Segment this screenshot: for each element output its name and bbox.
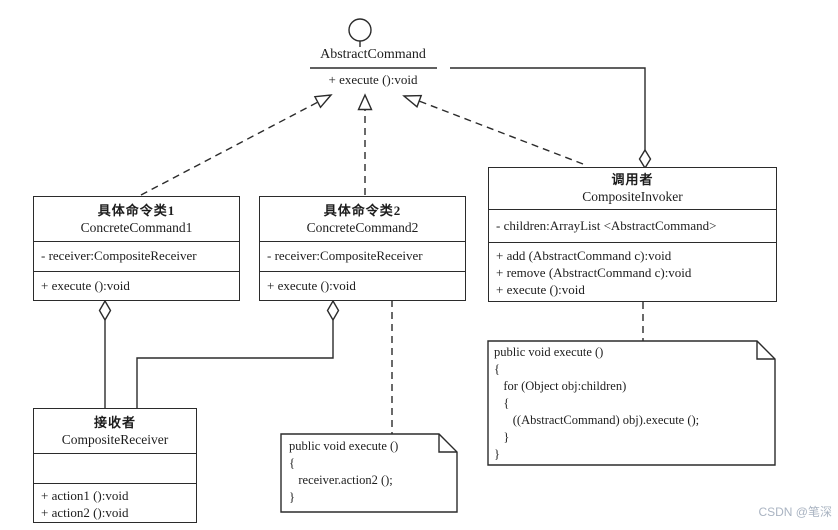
- class-title-en: ConcreteCommand2: [306, 219, 419, 235]
- class-composite-receiver: 接收者 CompositeReceiver + action1 ():void …: [33, 408, 197, 523]
- class-title: 具体命令类2 ConcreteCommand2: [260, 197, 465, 241]
- class-title: 接收者 CompositeReceiver: [34, 409, 196, 453]
- aggregation-diamond-command1: [98, 299, 112, 322]
- interface-name: AbstractCommand: [320, 47, 426, 62]
- class-methods: + execute ():void: [260, 271, 465, 300]
- note-code-invoker: public void execute () { for (Object obj…: [494, 345, 700, 461]
- class-attributes: - children:ArrayList <AbstractCommand>: [489, 209, 776, 242]
- realization-line-invoker: [418, 100, 584, 165]
- class-title-en: CompositeInvoker: [582, 189, 683, 204]
- watermark: CSDN @笔深: [758, 505, 832, 519]
- note-code-command2: public void execute () { receiver.action…: [289, 439, 399, 504]
- class-title-zh: 调用者: [611, 172, 654, 187]
- realization-arrowhead-command1: [313, 94, 333, 109]
- class-title-zh: 接收者: [93, 414, 136, 430]
- class-title-en: CompositeReceiver: [61, 431, 169, 447]
- aggregation-diamond-invoker: [638, 148, 652, 170]
- interface-lollipop-icon: [348, 18, 372, 42]
- class-concrete-command-1: 具体命令类1 ConcreteCommand1 - receiver:Compo…: [33, 196, 240, 301]
- class-title-zh: 具体命令类1: [97, 202, 176, 218]
- interface-operations: + execute ():void: [328, 72, 418, 87]
- note-fold-command2: [438, 434, 457, 453]
- aggregation-line-command2-receiver: [136, 320, 334, 408]
- class-attributes: [34, 453, 196, 483]
- note-shape-invoker: [487, 340, 776, 466]
- note-shape-command2: [280, 433, 458, 513]
- class-methods: + add (AbstractCommand c):void + remove …: [489, 242, 776, 301]
- class-attributes: - receiver:CompositeReceiver: [260, 241, 465, 271]
- class-title: 调用者 CompositeInvoker: [489, 168, 776, 209]
- class-concrete-command-2: 具体命令类2 ConcreteCommand2 - receiver:Compo…: [259, 196, 466, 301]
- class-methods: + action1 ():void + action2 ():void: [34, 483, 196, 522]
- note-fold-invoker: [756, 341, 775, 360]
- realization-line-command1: [140, 101, 319, 196]
- class-title-en: ConcreteCommand1: [80, 219, 193, 235]
- realization-arrowhead-invoker: [402, 94, 423, 108]
- class-title-zh: 具体命令类2: [323, 202, 402, 218]
- class-attributes: - receiver:CompositeReceiver: [34, 241, 239, 271]
- class-methods: + execute ():void: [34, 271, 239, 300]
- aggregation-diamond-command2: [326, 299, 340, 322]
- class-title: 具体命令类1 ConcreteCommand1: [34, 197, 239, 241]
- aggregation-line-invoker: [450, 67, 646, 150]
- realization-arrowhead-command2: [357, 93, 373, 111]
- class-composite-invoker: 调用者 CompositeInvoker - children:ArrayLis…: [488, 167, 777, 302]
